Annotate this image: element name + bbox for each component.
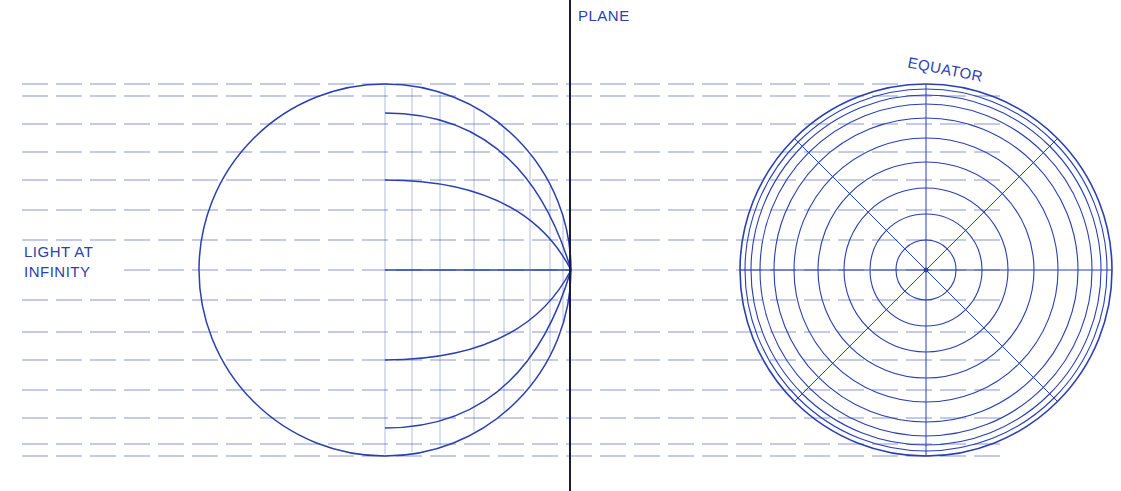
light-ray xyxy=(22,300,1000,301)
pole-dot xyxy=(924,268,929,273)
light-label: LIGHT AT INFINITY xyxy=(22,242,122,283)
projection-plane xyxy=(569,0,571,491)
plane-label: PLANE xyxy=(576,6,632,26)
meridian-line xyxy=(794,138,1057,401)
light-ray xyxy=(22,444,1000,445)
equator-label: EQUATOR xyxy=(904,52,987,87)
latitude-circle xyxy=(740,84,1112,456)
meridian-curve xyxy=(385,270,571,360)
meridian-line xyxy=(385,269,571,271)
light-ray xyxy=(22,210,1000,211)
light-ray xyxy=(22,84,900,85)
light-ray xyxy=(22,152,1000,153)
light-ray xyxy=(22,96,1000,97)
meridian-curve xyxy=(385,180,571,270)
light-ray xyxy=(22,390,1000,391)
meridian-curve xyxy=(385,270,571,428)
light-ray xyxy=(22,180,1000,181)
light-ray xyxy=(22,456,1000,457)
meridian-curve xyxy=(385,113,571,270)
light-ray xyxy=(22,240,1000,241)
light-ray xyxy=(22,418,1000,419)
sphere-outline xyxy=(199,84,571,456)
light-ray xyxy=(22,124,1000,125)
light-ray xyxy=(22,360,1000,361)
